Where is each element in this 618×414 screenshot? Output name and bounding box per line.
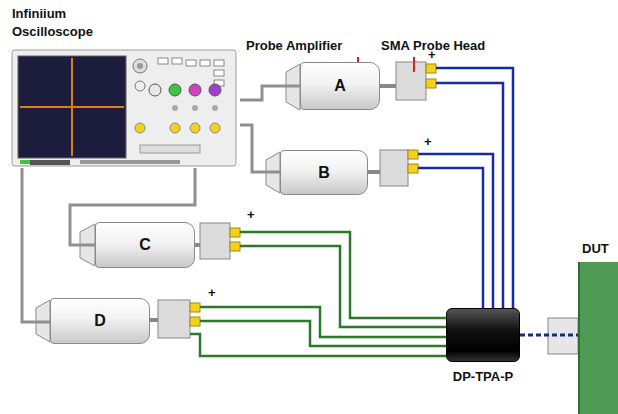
polarity-mark: + — [428, 47, 436, 62]
polarity-mark: + — [424, 134, 432, 149]
cable — [520, 334, 578, 337]
node-label: DUT — [582, 241, 609, 256]
scope-screen — [18, 56, 126, 158]
leader-line — [413, 57, 415, 72]
polarity-mark: + — [247, 207, 255, 222]
cable — [240, 125, 280, 172]
node-label: B — [318, 164, 330, 182]
probe-amplifier: D — [50, 298, 150, 344]
sma-probe-head — [380, 150, 408, 186]
sma-probe-head — [396, 62, 426, 100]
node-label: DP-TPA-P — [453, 369, 513, 384]
adapter-box: DP-TPA-P — [446, 308, 520, 362]
dut-board: DUT — [578, 262, 618, 414]
probe-amplifier: C — [95, 222, 195, 268]
probe-amplifier: B — [280, 150, 368, 195]
node-label: C — [139, 236, 151, 254]
polarity-mark: + — [208, 285, 216, 300]
part-label: Probe Amplifier — [246, 38, 342, 53]
sma-probe-head — [158, 300, 190, 338]
node-label: A — [334, 77, 346, 95]
cable — [22, 168, 50, 322]
scope-body — [12, 50, 236, 166]
node-label: Infiniium Oscilloscope — [12, 5, 108, 41]
oscilloscope: Infiniium Oscilloscope — [8, 3, 240, 168]
probe-amplifier: A — [300, 62, 380, 110]
node-label: D — [94, 312, 106, 330]
cable — [240, 86, 300, 100]
sma-probe-head — [200, 223, 230, 259]
